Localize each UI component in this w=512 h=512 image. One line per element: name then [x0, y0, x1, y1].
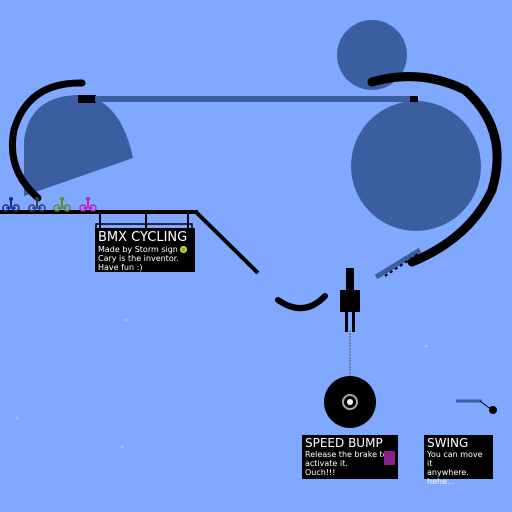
quarter-shape-left: [24, 95, 133, 196]
sign-line: Have fun :): [98, 263, 143, 272]
brake-box-icon[interactable]: [384, 451, 395, 465]
speed-bump-sign: SPEED BUMP Release the brake to activate…: [302, 435, 398, 479]
start-platform[interactable]: [0, 210, 198, 214]
dip-curve[interactable]: [275, 293, 328, 311]
sign-line: Cary is the inventor.: [98, 254, 179, 263]
bicycle-rider-icon[interactable]: [79, 197, 97, 212]
sign-line: hehe...: [427, 477, 455, 486]
top-rail-cap: [78, 95, 96, 103]
sign-line: Release the brake to: [305, 450, 388, 459]
sign-line: activate it.: [305, 459, 348, 468]
badge-icon: [179, 246, 187, 253]
swing-sign: SWING You can move it anywhere. hehe...: [424, 435, 493, 486]
ladder-ramp[interactable]: [374, 247, 422, 280]
sign-line: Ouch!!!: [305, 468, 336, 477]
sign-title: BMX CYCLING: [98, 230, 188, 245]
speed-bump-device[interactable]: [340, 268, 360, 378]
bicycle-rider-icon[interactable]: [2, 197, 20, 212]
left-curve-ramp[interactable]: [8, 79, 86, 202]
bicycle-rider-icon[interactable]: [28, 197, 46, 212]
top-rail-end: [410, 96, 418, 102]
top-rail-bar[interactable]: [95, 96, 415, 102]
swing-ball-icon[interactable]: [489, 406, 497, 414]
sign-line: anywhere.: [427, 468, 469, 477]
sign-line: Made by Storm sign: [98, 245, 192, 254]
sign-line: You can move it: [427, 450, 483, 468]
sign-title: SPEED BUMP: [305, 436, 383, 450]
swing-device[interactable]: [456, 399, 497, 414]
bicycle-rider-icon[interactable]: [53, 197, 71, 212]
sign-title: SWING: [427, 436, 469, 450]
large-circle-right: [351, 101, 481, 231]
moon-circle-top: [337, 20, 407, 90]
bmx-cycling-sign: BMX CYCLING Made by Storm sign Cary is t…: [95, 228, 195, 272]
wheel-icon[interactable]: [324, 376, 376, 428]
background-sparkles: [15, 318, 428, 449]
right-loop-ramp[interactable]: [367, 72, 502, 267]
descending-slope[interactable]: [194, 210, 260, 275]
